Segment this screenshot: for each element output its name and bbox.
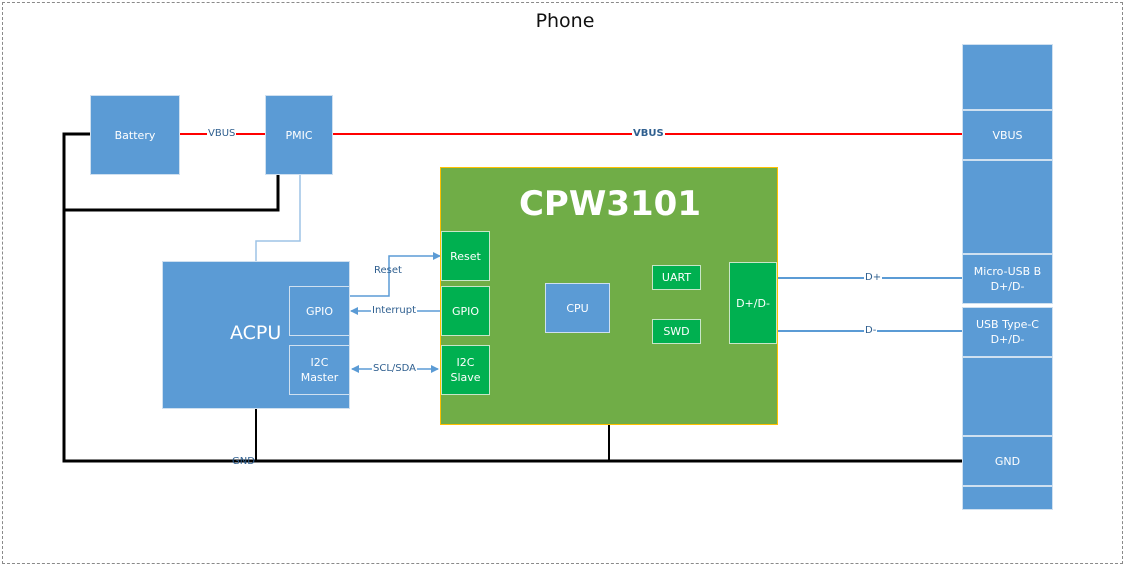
vbus-label-pmic-connector: VBUS — [632, 128, 665, 140]
pmic-block: PMIC — [265, 95, 333, 175]
vbus-label-battery-pmic: VBUS — [207, 128, 237, 140]
connector-vbus-label: VBUS — [992, 128, 1023, 142]
acpu-i2c-label: I2C Master — [300, 356, 339, 384]
dplus-edge-label: D+ — [864, 272, 883, 284]
chip-dpdm-block: D+/D- — [729, 262, 777, 344]
dminus-edge-label: D- — [864, 325, 878, 337]
gnd-wire-pmic — [64, 175, 280, 212]
chip-swd-label: SWD — [663, 325, 690, 338]
connector-bottom-segment — [962, 486, 1053, 510]
chip-swd-block: SWD — [652, 319, 701, 344]
connector-typec-segment: USB Type-C D+/D- — [962, 307, 1053, 357]
connector-blank-segment-2 — [962, 357, 1053, 436]
pmic-label: PMIC — [285, 128, 313, 142]
chip-gpio-block: GPIO — [441, 286, 490, 336]
chip-cpu-label: CPU — [566, 301, 589, 315]
chip-dpdm-label: D+/D- — [736, 296, 770, 310]
gnd-edge-label: GND — [232, 456, 255, 467]
connector-top-segment — [962, 44, 1053, 110]
chip-title: CPW3101 — [518, 184, 701, 224]
reset-edge-label: Reset — [374, 265, 402, 276]
chip-reset-block: Reset — [441, 231, 490, 281]
connector-vbus-segment: VBUS — [962, 110, 1053, 160]
battery-block: Battery — [90, 95, 180, 175]
acpu-gpio-block: GPIO — [289, 286, 350, 336]
chip-reset-label: Reset — [450, 249, 481, 263]
connector-typec-label: USB Type-C D+/D- — [976, 318, 1039, 346]
connector-blank-segment-1 — [962, 160, 1053, 254]
chip-i2c-label: I2C Slave — [450, 356, 481, 384]
acpu-i2c-master-block: I2C Master — [289, 345, 350, 395]
chip-uart-label: UART — [661, 271, 692, 284]
acpu-gpio-label: GPIO — [305, 304, 334, 318]
connector-micro-usb-segment: Micro-USB B D+/D- — [962, 254, 1053, 304]
chip-uart-block: UART — [652, 265, 701, 290]
interrupt-edge-label: Interrupt — [371, 305, 418, 317]
connector-gnd-segment: GND — [962, 436, 1053, 486]
connector-gnd-label: GND — [994, 454, 1021, 468]
chip-i2c-slave-block: I2C Slave — [441, 345, 490, 395]
gnd-wire-battery — [62, 132, 962, 463]
connector-micro-usb-label: Micro-USB B D+/D- — [973, 265, 1042, 293]
chip-gpio-label: GPIO — [451, 304, 480, 318]
reset-wire — [350, 252, 441, 297]
chip-cpu-block: CPU — [545, 283, 610, 333]
battery-label: Battery — [114, 128, 156, 142]
scl-sda-edge-label: SCL/SDA — [372, 363, 417, 375]
diagram-title: Phone — [535, 10, 595, 32]
acpu-label: ACPU — [230, 322, 282, 344]
pmic-acpu-wire — [255, 175, 301, 261]
